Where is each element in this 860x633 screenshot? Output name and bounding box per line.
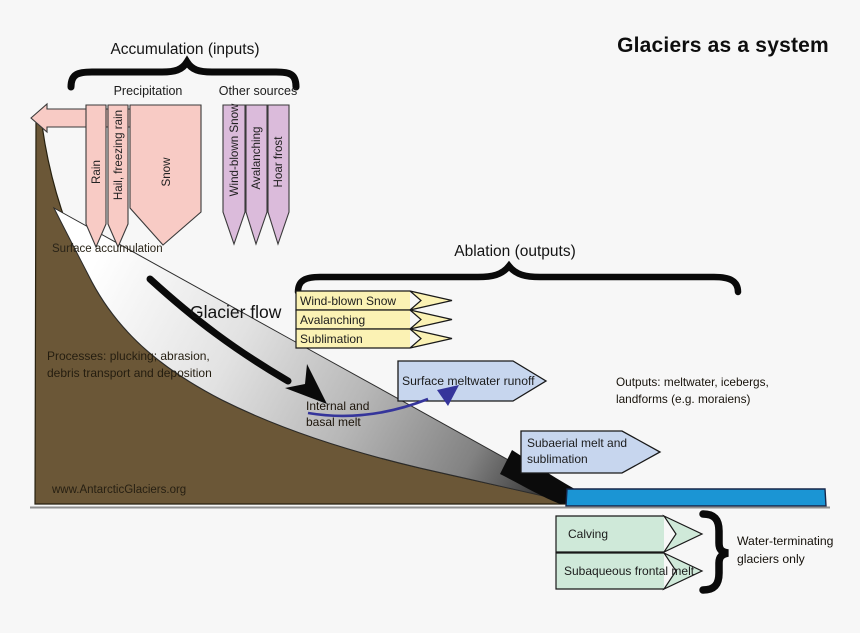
- hoarfrost-input-label: Hoar frost: [271, 136, 285, 188]
- accumulation-brace: [67, 55, 300, 91]
- internal-basal-note: Internal and basal melt: [306, 399, 370, 430]
- avalanching-input-arrow-shape: [245, 104, 268, 246]
- windblown-input-arrow-shape: [222, 104, 246, 246]
- sublimation-loss-label: Sublimation: [300, 332, 363, 346]
- subaerial-arrow-shape: [520, 430, 662, 474]
- avalanching-loss-arrow-shape: [295, 309, 453, 330]
- windblown-loss-label: Wind-blown Snow: [300, 294, 397, 308]
- glacier-flow-label: Glacier flow: [190, 302, 282, 322]
- water-terminating-note: Water-terminating glaciers only: [737, 534, 834, 566]
- subaqueous-arrow-shape: [555, 551, 704, 591]
- precipitation-label: Precipitation: [113, 84, 183, 98]
- rain-arrow-shape: [85, 104, 107, 249]
- subaqueous-label: Subaqueous frontal melt: [564, 564, 695, 578]
- hail-arrow-shape: [107, 104, 129, 249]
- hail-arrow-label: Hail, freezing rain: [111, 109, 125, 201]
- surface-accumulation-note: Surface accumulation: [52, 243, 163, 255]
- avalanching-input-label: Avalanching: [249, 126, 263, 190]
- windblown-input-label: Wind-blown Snow: [227, 103, 241, 197]
- glacier-flow-arrowhead: [285, 364, 327, 404]
- hoarfrost-input-arrow-shape: [267, 104, 290, 246]
- snow-arrow-label: Snow: [159, 157, 173, 187]
- glacier-shape: [52, 206, 599, 504]
- water-shape: [565, 488, 827, 507]
- ablation-heading: Ablation (outputs): [454, 243, 576, 260]
- basal-melt-arrowhead: [437, 385, 459, 406]
- basal-melt-arrow: [307, 397, 429, 418]
- snow-arrow-shape: [129, 104, 202, 246]
- sublimation-loss-arrow-shape: [295, 328, 453, 349]
- glacier-flow-arrow: [146, 275, 292, 385]
- accumulation-heading: Accumulation (inputs): [110, 41, 260, 58]
- ablation-brace: [294, 260, 742, 296]
- rain-arrow-label: Rain: [89, 160, 103, 184]
- meltwater-runoff-arrow-shape: [397, 360, 548, 402]
- calving-arrow-shape: [555, 514, 704, 554]
- windblown-loss-arrow-shape: [295, 290, 453, 311]
- water-terminating-brace: [699, 510, 729, 594]
- site-watermark: www.AntarcticGlaciers.org: [52, 484, 187, 496]
- outputs-note: Outputs: meltwater, icebergs, landforms …: [616, 375, 769, 406]
- meltwater-runoff-label: Surface meltwater runoff: [402, 374, 535, 388]
- processes-note: Processes: plucking; abrasion, debris tr…: [47, 349, 212, 381]
- page-title: Glaciers as a system: [617, 34, 829, 57]
- avalanching-loss-label: Avalanching: [300, 313, 366, 327]
- calving-label: Calving: [568, 527, 609, 541]
- other-sources-label: Other sources: [218, 84, 298, 98]
- subaerial-label: Subaerial melt and sublimation: [527, 436, 628, 467]
